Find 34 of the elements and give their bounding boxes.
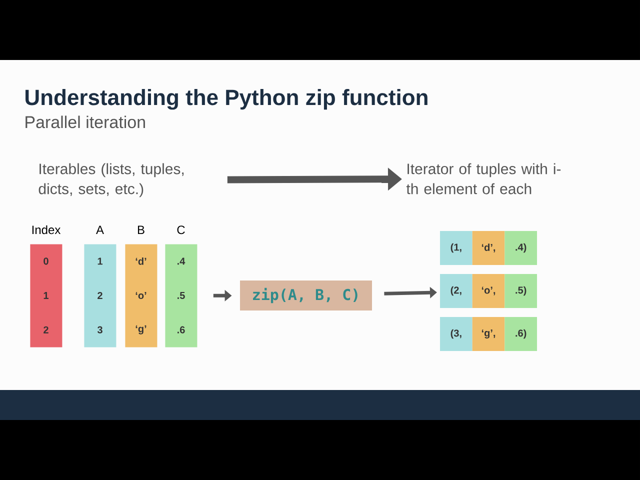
tuple-row: (1, ‘d’, .4) bbox=[440, 231, 537, 265]
node-label: ‘o’ bbox=[136, 292, 146, 299]
column-box: 0 1 2 bbox=[30, 244, 62, 348]
heading-text: Iterables (lists, tuples, dicts, sets, etc.) bbox=[38, 163, 184, 198]
node-label: (2, bbox=[450, 286, 462, 296]
heading-text: Iterator of tuples with i-th element of each bbox=[406, 163, 561, 194]
tuple-row: (3, ‘g’, .6) bbox=[440, 317, 537, 351]
column-box: 1 2 3 bbox=[84, 244, 116, 348]
column-heading: A bbox=[96, 226, 104, 234]
function-box: zip(A, B, C) bbox=[240, 280, 372, 310]
column-heading: Index bbox=[32, 225, 61, 234]
column-box: ‘d’ ‘o’ ‘g’ bbox=[125, 244, 158, 348]
column-heading: B bbox=[138, 226, 144, 234]
node-label: 0 bbox=[44, 258, 48, 265]
column-box: .4 .5 .6 bbox=[165, 244, 198, 348]
column-heading: C bbox=[177, 226, 185, 234]
node-label: .4) bbox=[516, 243, 526, 253]
node-label: .5) bbox=[516, 286, 526, 296]
tuple-row: (2, ‘o’, .5) bbox=[440, 274, 537, 308]
node-label: .5 bbox=[178, 292, 185, 299]
node-label: 3 bbox=[97, 326, 102, 334]
node-label: 2 bbox=[44, 326, 48, 334]
node-label: (3, bbox=[450, 329, 462, 339]
node-label: (1, bbox=[450, 243, 462, 253]
node-label: .4 bbox=[178, 258, 186, 265]
slide-title: Understanding the Python zip function bbox=[26, 89, 428, 110]
node-label: .6 bbox=[178, 326, 185, 334]
node-label: 1 bbox=[44, 292, 49, 299]
node-label: 1 bbox=[98, 258, 103, 265]
node-label: 2 bbox=[98, 292, 102, 299]
node-label: ‘d’ bbox=[136, 258, 146, 265]
node-label: ‘g’ bbox=[136, 325, 146, 334]
node-label: .6) bbox=[516, 329, 526, 339]
subtitle: Parallel iteration bbox=[26, 116, 145, 128]
